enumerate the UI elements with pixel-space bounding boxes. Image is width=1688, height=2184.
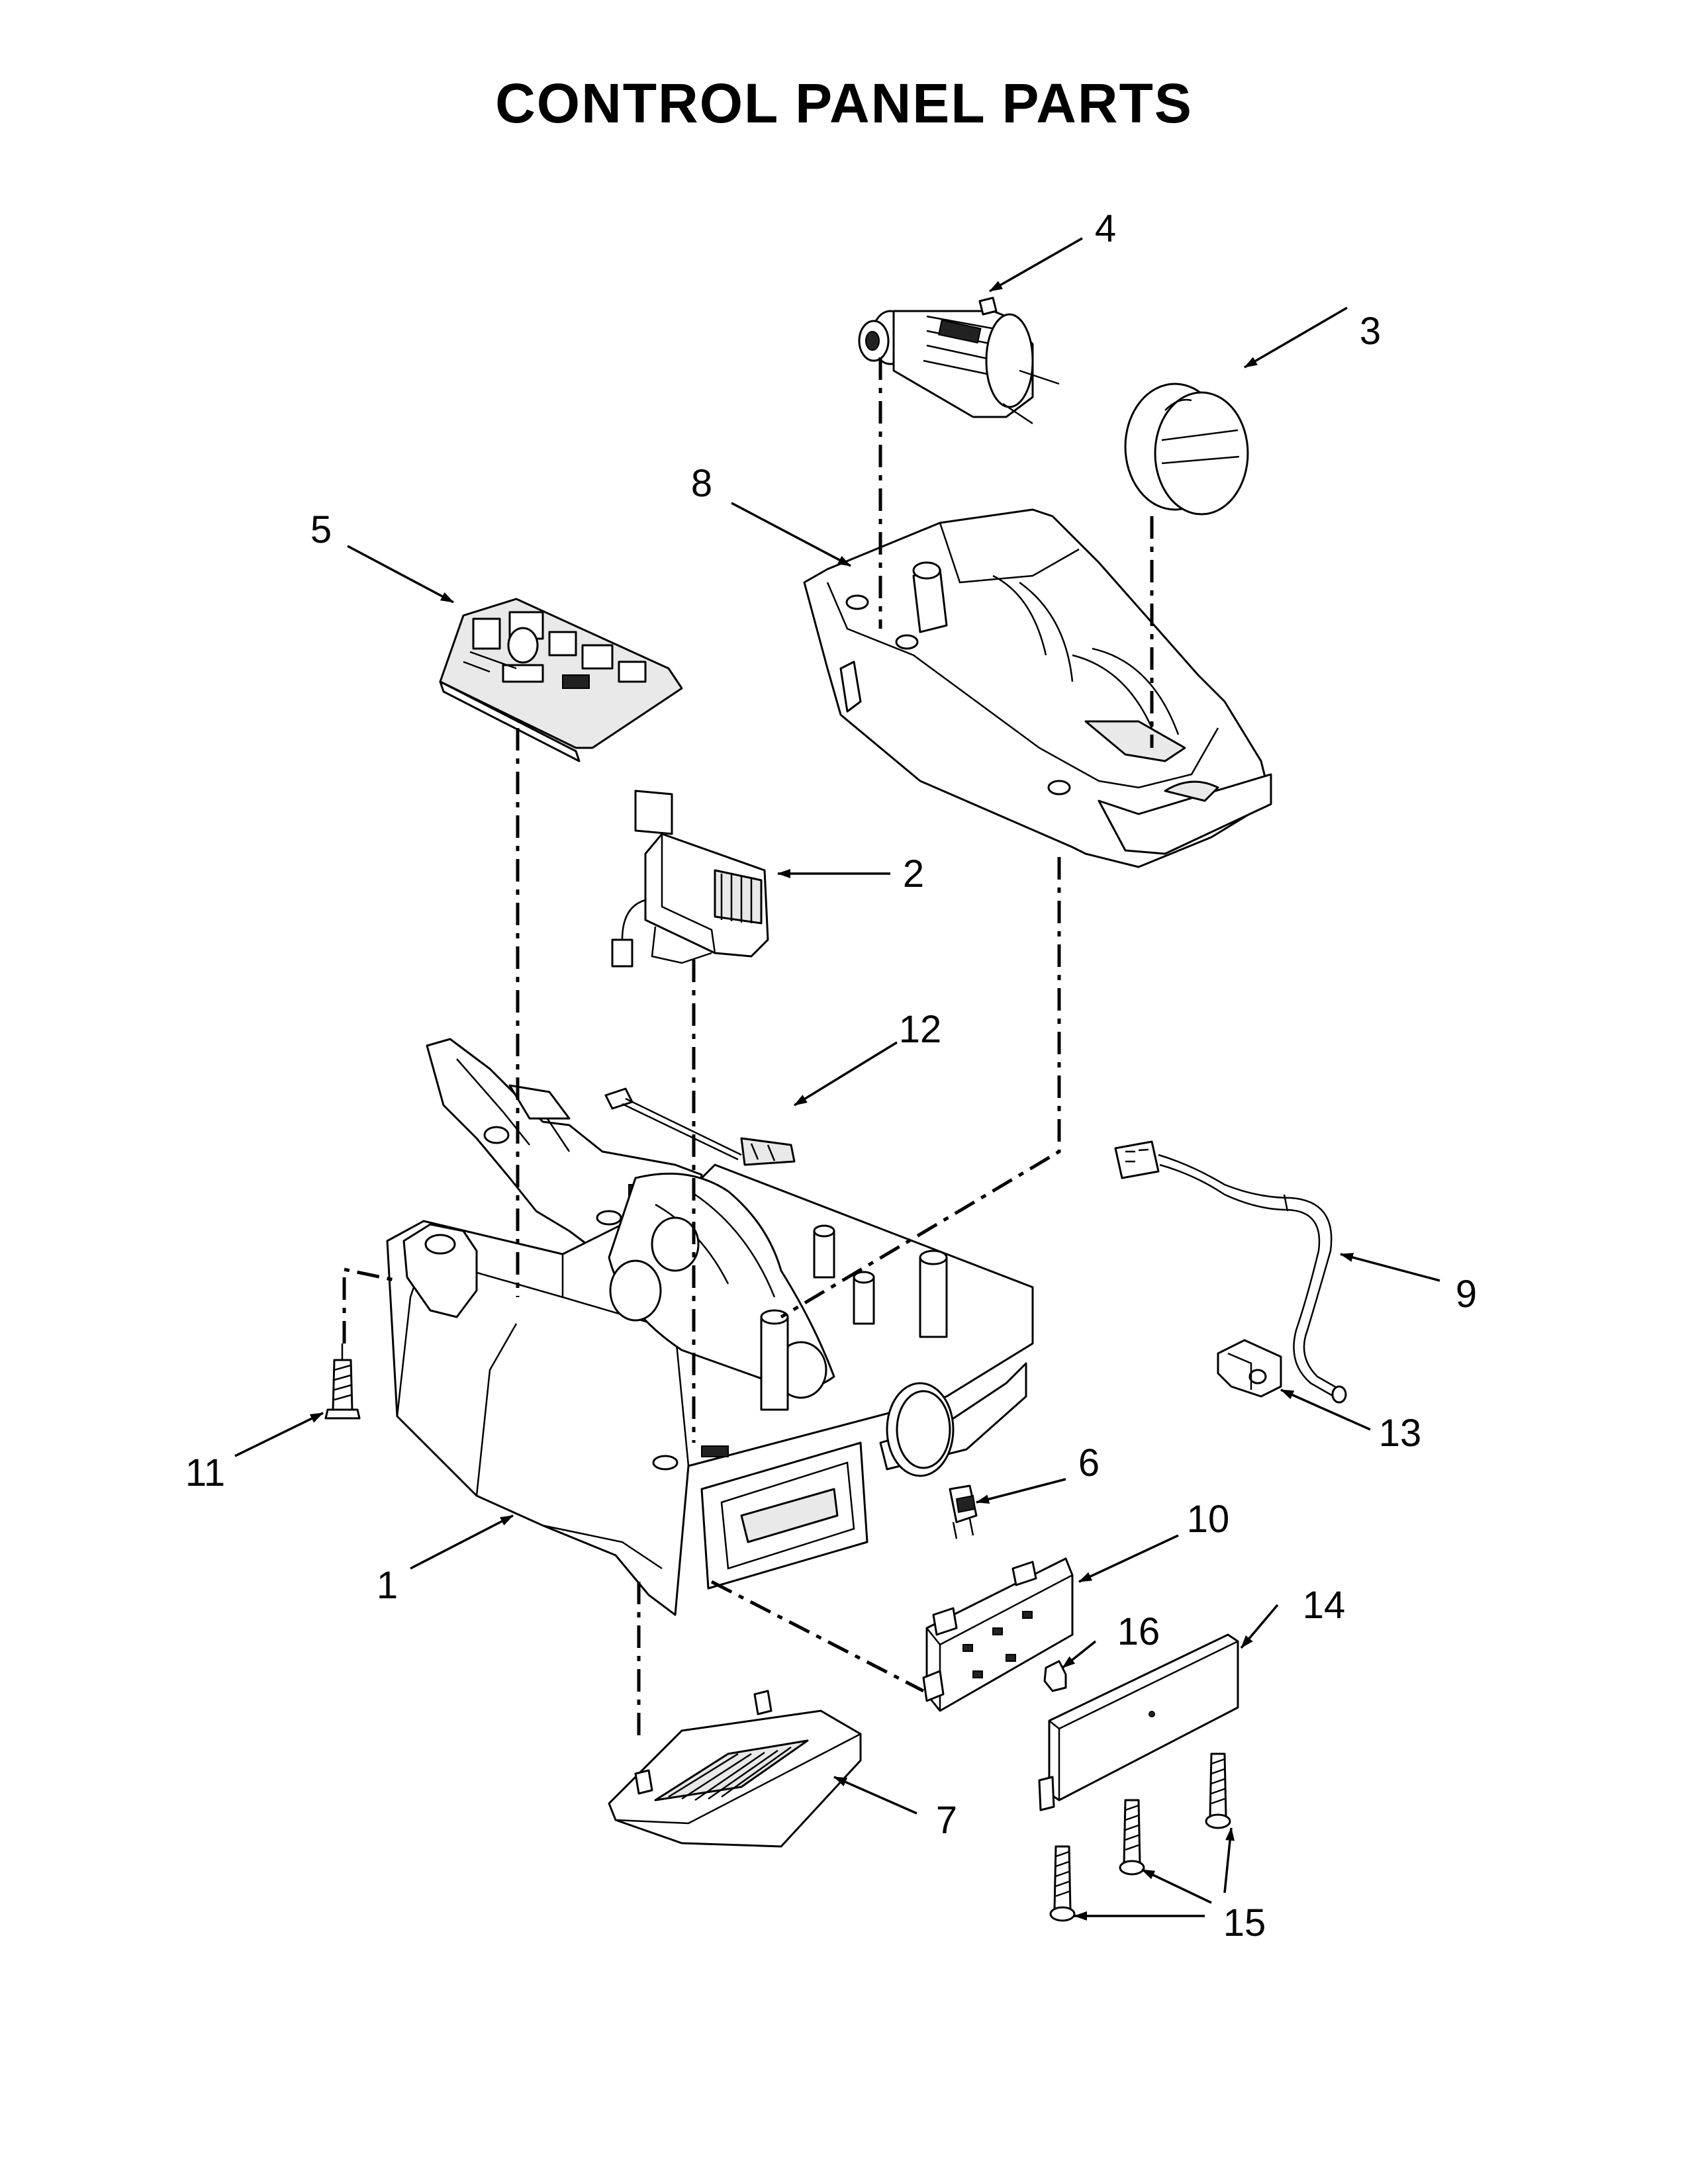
callout-9: 9	[1456, 1273, 1477, 1316]
callout-16: 16	[1117, 1610, 1160, 1653]
callout-13: 13	[1379, 1412, 1422, 1455]
leader-lines	[234, 237, 1440, 1921]
callout-11: 11	[185, 1451, 225, 1494]
callout-5: 5	[310, 508, 332, 551]
switch-board-part[interactable]	[922, 1557, 1074, 1712]
control-board-part[interactable]	[439, 598, 683, 762]
callout-14: 14	[1303, 1584, 1346, 1627]
page-title: CONTROL PANEL PARTS	[495, 72, 1193, 134]
wire-harness-part[interactable]	[1114, 1140, 1347, 1404]
transformer-part[interactable]	[611, 790, 769, 968]
cap-part[interactable]	[1124, 383, 1249, 516]
motor-part[interactable]	[858, 296, 1060, 425]
jumper-wire-part[interactable]	[604, 1087, 796, 1166]
callout-6: 6	[1078, 1441, 1100, 1484]
screw-part[interactable]	[324, 1343, 361, 1420]
callout-7: 7	[936, 1799, 957, 1842]
callout-3: 3	[1360, 310, 1381, 353]
bottom-cover-part[interactable]	[608, 1690, 862, 1848]
light-pipe-part[interactable]	[1043, 1660, 1067, 1692]
switch-part[interactable]	[949, 1484, 978, 1539]
top-housing-part[interactable]	[803, 508, 1272, 868]
control-housing-part[interactable]	[386, 1038, 1034, 1616]
callout-10: 10	[1187, 1498, 1230, 1541]
callout-12: 12	[899, 1008, 942, 1051]
callout-2: 2	[903, 852, 924, 895]
panel-cover-part[interactable]	[1038, 1633, 1239, 1811]
callout-15: 15	[1223, 1901, 1266, 1944]
assembly-lines	[342, 357, 1154, 1741]
callout-labels: 4 3 8 5 2 12 9 13 11 6 10 1 16 14 7 15	[185, 207, 1477, 1944]
callout-1: 1	[377, 1564, 398, 1607]
panel-screws-part[interactable]	[1049, 1752, 1231, 1922]
callout-4: 4	[1095, 207, 1116, 250]
clip-part[interactable]	[1217, 1339, 1282, 1398]
callout-8: 8	[691, 462, 712, 505]
